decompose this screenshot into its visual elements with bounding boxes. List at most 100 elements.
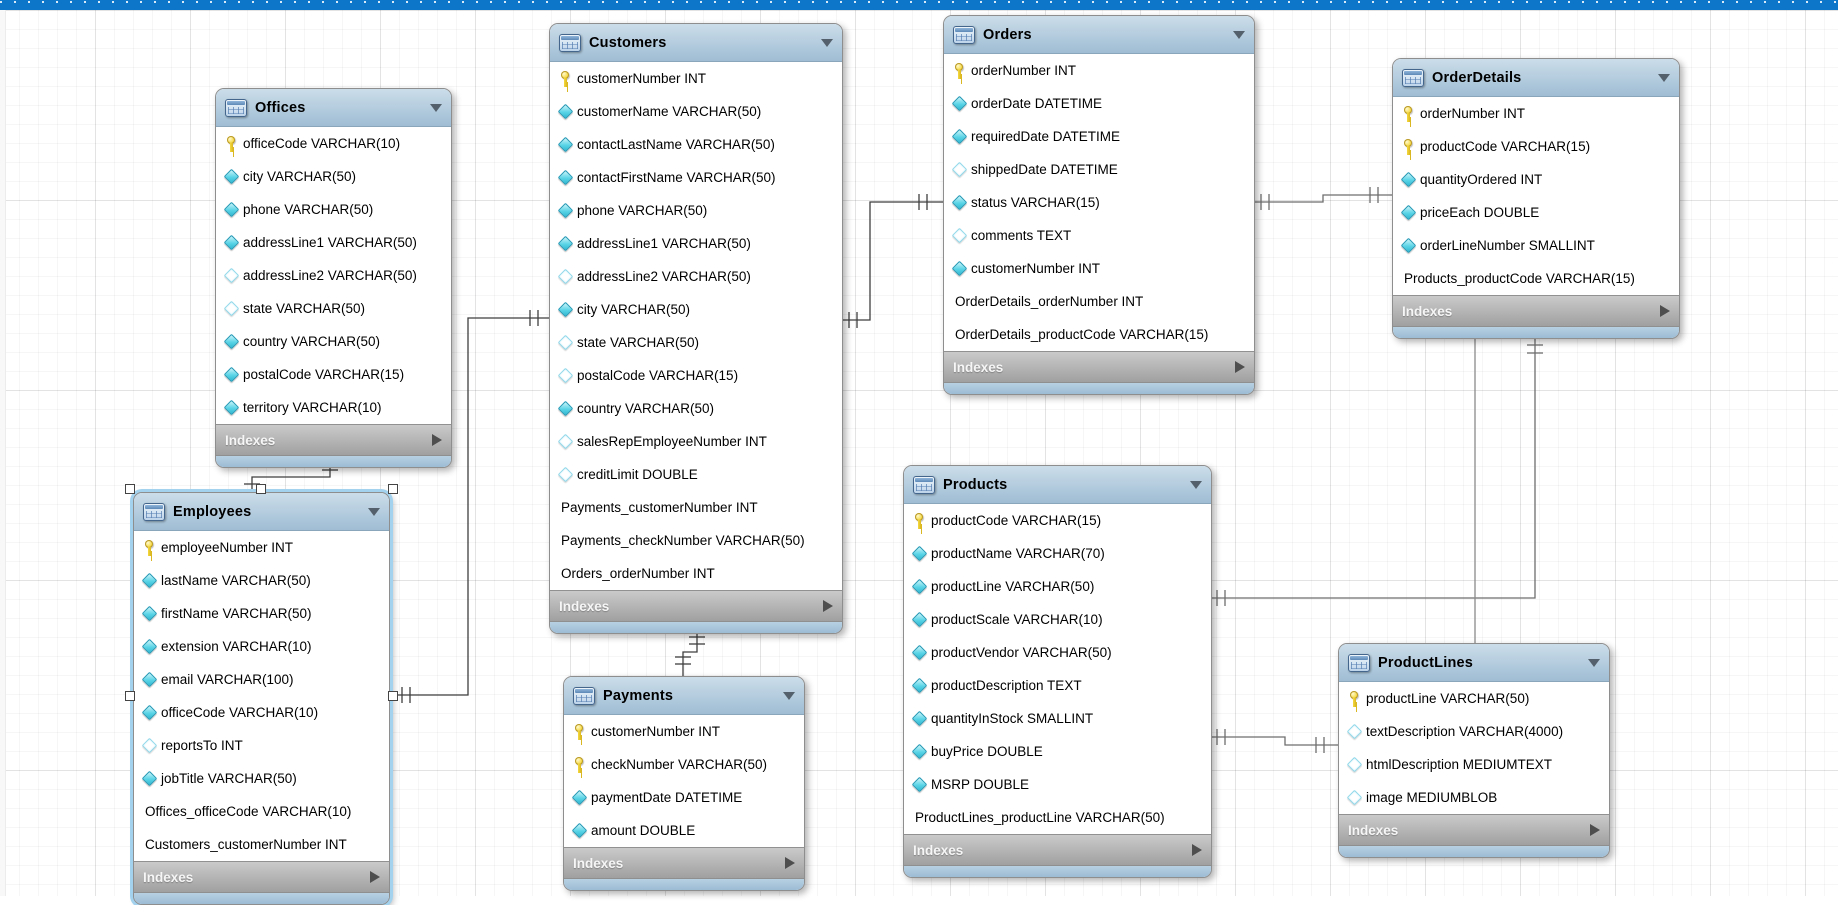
relationship-Employees-Customers[interactable] <box>388 310 549 703</box>
column-row[interactable]: addressLine1 VARCHAR(50) <box>216 226 451 259</box>
relationship-Orders-OrderDetails[interactable] <box>1253 187 1392 210</box>
column-row[interactable]: contactLastName VARCHAR(50) <box>550 128 842 161</box>
table-Payments[interactable]: Payments customerNumber INT checkNumber … <box>563 676 805 891</box>
column-row[interactable]: productVendor VARCHAR(50) <box>904 636 1211 669</box>
column-row[interactable]: addressLine1 VARCHAR(50) <box>550 227 842 260</box>
column-row[interactable]: comments TEXT <box>944 219 1254 252</box>
collapse-arrow-icon[interactable] <box>430 103 442 112</box>
collapse-arrow-icon[interactable] <box>1658 73 1670 82</box>
table-header[interactable]: Employees <box>134 493 389 531</box>
column-row[interactable]: quantityInStock SMALLINT <box>904 702 1211 735</box>
relationship-Customers-Payments[interactable] <box>675 631 705 676</box>
selection-handle[interactable] <box>388 691 398 701</box>
column-row[interactable]: state VARCHAR(50) <box>550 326 842 359</box>
column-row[interactable]: Offices_officeCode VARCHAR(10) <box>134 795 389 828</box>
selection-handle[interactable] <box>125 691 135 701</box>
table-OrderDetails[interactable]: OrderDetails orderNumber INT productCode… <box>1392 58 1680 339</box>
indexes-bar[interactable]: Indexes <box>216 424 451 456</box>
table-header[interactable]: Payments <box>564 677 804 715</box>
collapse-arrow-icon[interactable] <box>821 38 833 47</box>
selection-handle[interactable] <box>125 484 135 494</box>
indexes-bar[interactable]: Indexes <box>1393 295 1679 327</box>
selection-handle[interactable] <box>256 484 266 494</box>
column-row[interactable]: creditLimit DOUBLE <box>550 458 842 491</box>
column-row[interactable]: productCode VARCHAR(15) <box>1393 130 1679 163</box>
column-row[interactable]: Customers_customerNumber INT <box>134 828 389 861</box>
indexes-bar[interactable]: Indexes <box>1339 814 1609 846</box>
column-row[interactable]: OrderDetails_productCode VARCHAR(15) <box>944 318 1254 351</box>
column-row[interactable]: officeCode VARCHAR(10) <box>216 127 451 160</box>
table-header[interactable]: Customers <box>550 24 842 62</box>
indexes-bar[interactable]: Indexes <box>904 834 1211 866</box>
column-row[interactable]: productDescription TEXT <box>904 669 1211 702</box>
column-row[interactable]: lastName VARCHAR(50) <box>134 564 389 597</box>
column-row[interactable]: firstName VARCHAR(50) <box>134 597 389 630</box>
column-row[interactable]: status VARCHAR(15) <box>944 186 1254 219</box>
column-row[interactable]: contactFirstName VARCHAR(50) <box>550 161 842 194</box>
column-row[interactable]: orderNumber INT <box>1393 97 1679 130</box>
column-row[interactable]: MSRP DOUBLE <box>904 768 1211 801</box>
table-header[interactable]: Products <box>904 466 1211 504</box>
column-row[interactable]: productName VARCHAR(70) <box>904 537 1211 570</box>
column-row[interactable]: customerNumber INT <box>550 62 842 95</box>
column-row[interactable]: state VARCHAR(50) <box>216 292 451 325</box>
table-header[interactable]: Orders <box>944 16 1254 54</box>
table-Employees[interactable]: Employees employeeNumber INT lastName VA… <box>133 492 390 905</box>
column-row[interactable]: requiredDate DATETIME <box>944 120 1254 153</box>
collapse-arrow-icon[interactable] <box>1190 480 1202 489</box>
column-row[interactable]: phone VARCHAR(50) <box>216 193 451 226</box>
table-Products[interactable]: Products productCode VARCHAR(15) product… <box>903 465 1212 878</box>
column-row[interactable]: officeCode VARCHAR(10) <box>134 696 389 729</box>
column-row[interactable]: image MEDIUMBLOB <box>1339 781 1609 814</box>
relationship-Products-ProductLines[interactable] <box>1210 729 1338 753</box>
expand-indexes-icon[interactable] <box>432 434 442 446</box>
column-row[interactable]: email VARCHAR(100) <box>134 663 389 696</box>
column-row[interactable]: customerName VARCHAR(50) <box>550 95 842 128</box>
column-row[interactable]: amount DOUBLE <box>564 814 804 847</box>
column-row[interactable]: htmlDescription MEDIUMTEXT <box>1339 748 1609 781</box>
expand-indexes-icon[interactable] <box>1590 824 1600 836</box>
selection-handle[interactable] <box>388 484 398 494</box>
column-row[interactable]: Products_productCode VARCHAR(15) <box>1393 262 1679 295</box>
column-row[interactable]: orderNumber INT <box>944 54 1254 87</box>
column-row[interactable]: jobTitle VARCHAR(50) <box>134 762 389 795</box>
column-row[interactable]: addressLine2 VARCHAR(50) <box>550 260 842 293</box>
column-row[interactable]: Payments_customerNumber INT <box>550 491 842 524</box>
expand-indexes-icon[interactable] <box>370 871 380 883</box>
column-row[interactable]: checkNumber VARCHAR(50) <box>564 748 804 781</box>
column-row[interactable]: orderLineNumber SMALLINT <box>1393 229 1679 262</box>
table-header[interactable]: ProductLines <box>1339 644 1609 682</box>
column-row[interactable]: country VARCHAR(50) <box>550 392 842 425</box>
column-row[interactable]: territory VARCHAR(10) <box>216 391 451 424</box>
column-row[interactable]: phone VARCHAR(50) <box>550 194 842 227</box>
column-row[interactable]: productLine VARCHAR(50) <box>1339 682 1609 715</box>
column-row[interactable]: productCode VARCHAR(15) <box>904 504 1211 537</box>
column-row[interactable]: orderDate DATETIME <box>944 87 1254 120</box>
indexes-bar[interactable]: Indexes <box>550 590 842 622</box>
expand-indexes-icon[interactable] <box>823 600 833 612</box>
table-Customers[interactable]: Customers customerNumber INT customerNam… <box>549 23 843 634</box>
column-row[interactable]: quantityOrdered INT <box>1393 163 1679 196</box>
column-row[interactable]: buyPrice DOUBLE <box>904 735 1211 768</box>
expand-indexes-icon[interactable] <box>785 857 795 869</box>
column-row[interactable]: extension VARCHAR(10) <box>134 630 389 663</box>
column-row[interactable]: city VARCHAR(50) <box>550 293 842 326</box>
indexes-bar[interactable]: Indexes <box>564 847 804 879</box>
collapse-arrow-icon[interactable] <box>1588 658 1600 667</box>
column-row[interactable]: salesRepEmployeeNumber INT <box>550 425 842 458</box>
expand-indexes-icon[interactable] <box>1660 305 1670 317</box>
table-Orders[interactable]: Orders orderNumber INT orderDate DATETIM… <box>943 15 1255 395</box>
column-row[interactable]: priceEach DOUBLE <box>1393 196 1679 229</box>
column-row[interactable]: OrderDetails_orderNumber INT <box>944 285 1254 318</box>
column-row[interactable]: employeeNumber INT <box>134 531 389 564</box>
column-row[interactable]: addressLine2 VARCHAR(50) <box>216 259 451 292</box>
column-row[interactable]: productLine VARCHAR(50) <box>904 570 1211 603</box>
column-row[interactable]: city VARCHAR(50) <box>216 160 451 193</box>
column-row[interactable]: textDescription VARCHAR(4000) <box>1339 715 1609 748</box>
collapse-arrow-icon[interactable] <box>783 691 795 700</box>
column-row[interactable]: Payments_checkNumber VARCHAR(50) <box>550 524 842 557</box>
column-row[interactable]: reportsTo INT <box>134 729 389 762</box>
column-row[interactable]: country VARCHAR(50) <box>216 325 451 358</box>
table-header[interactable]: OrderDetails <box>1393 59 1679 97</box>
column-row[interactable]: ProductLines_productLine VARCHAR(50) <box>904 801 1211 834</box>
